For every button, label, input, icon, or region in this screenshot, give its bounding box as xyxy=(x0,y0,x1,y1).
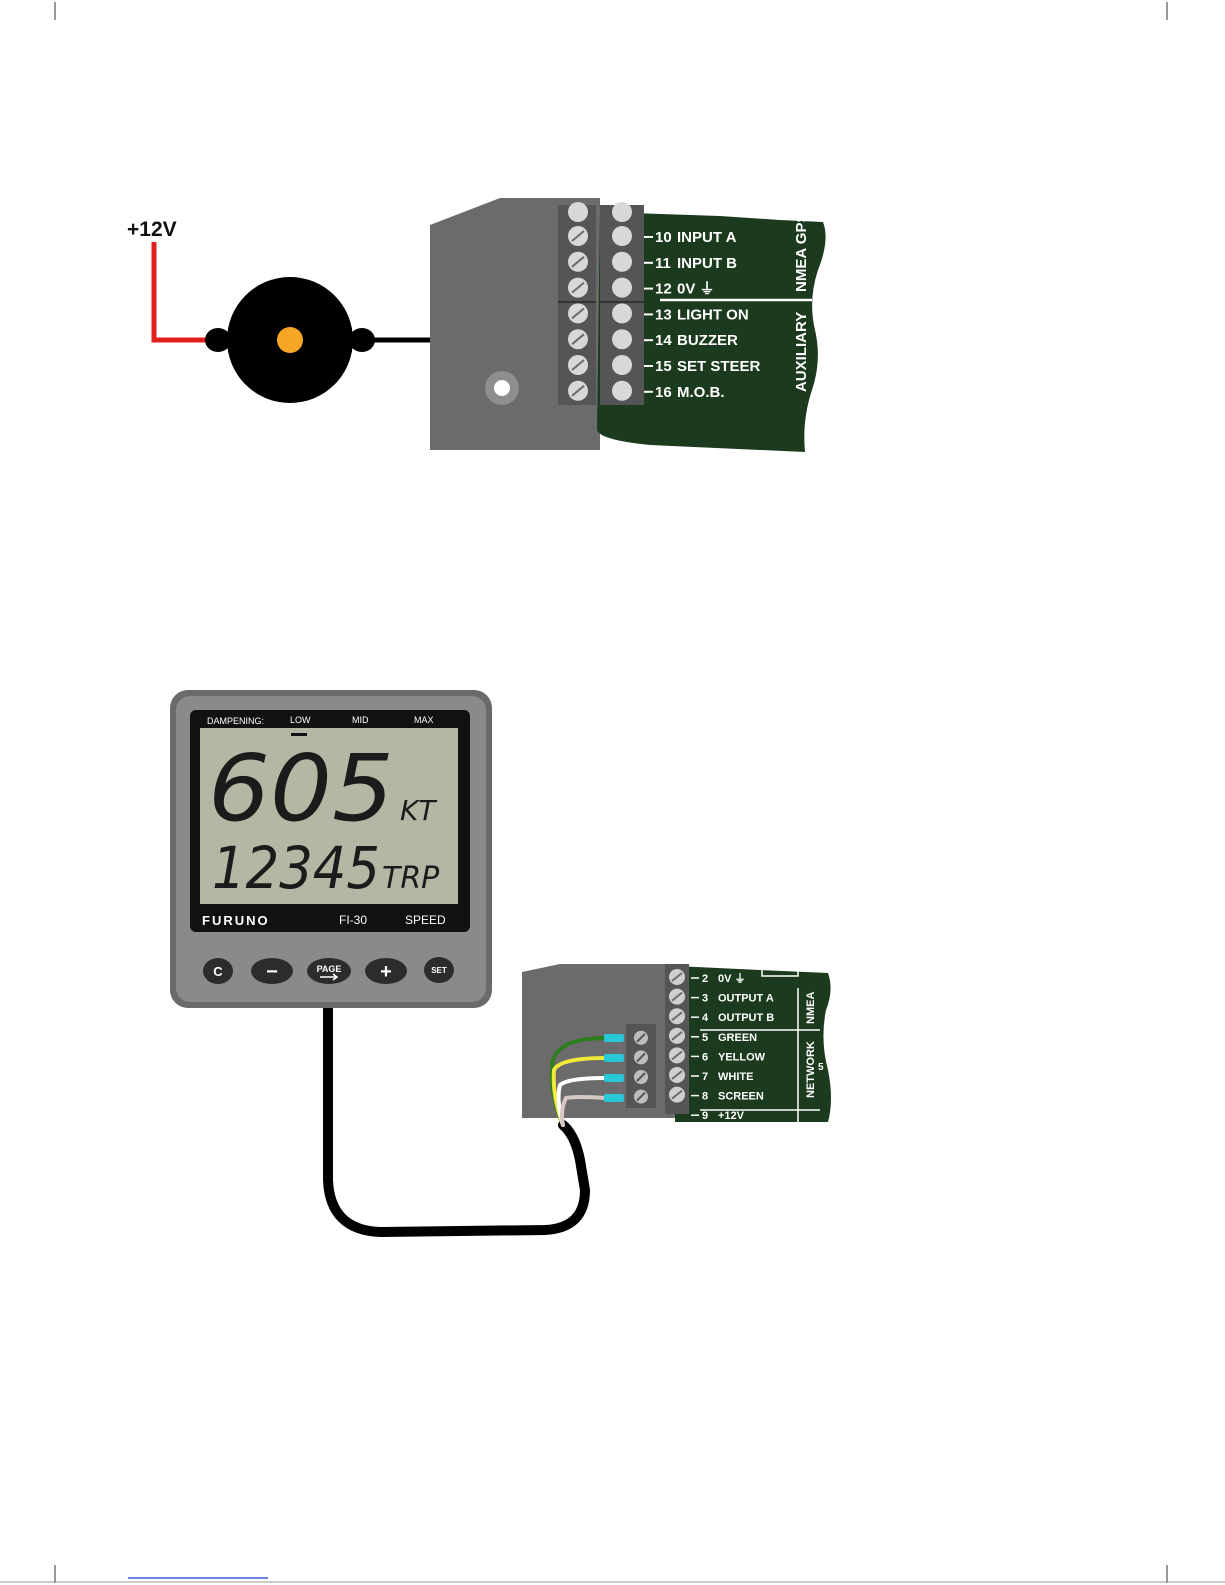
terminal-label: LIGHT ON xyxy=(677,306,749,323)
plus-button[interactable]: + xyxy=(365,958,407,984)
terminal-post xyxy=(612,381,632,401)
terminal-post xyxy=(612,329,632,349)
terminal-label: INPUT A xyxy=(677,229,737,246)
terminal-number: 15 xyxy=(655,358,672,375)
brand-logo: FURUNO xyxy=(202,913,270,928)
dampening-label: DAMPENING: xyxy=(207,716,264,726)
screw-head xyxy=(612,202,632,222)
terminal-number: 2 xyxy=(702,973,708,985)
c-button[interactable]: C xyxy=(203,958,233,984)
svg-text:PAGE: PAGE xyxy=(317,964,342,974)
terminal-number: 13 xyxy=(655,306,672,323)
terminal-post xyxy=(612,278,632,298)
dampening-max: MAX xyxy=(414,715,434,725)
terminal-label: 0V ⏚ xyxy=(677,281,715,298)
terminal-number: 9 xyxy=(702,1110,708,1122)
instrument-wiring-diagram: DAMPENING: LOW MID MAX 605 KT 12345 TRP … xyxy=(170,690,831,1232)
dampening-low: LOW xyxy=(290,715,311,725)
svg-text:−: − xyxy=(266,961,278,983)
network-group-label: NETWORK xyxy=(805,1041,817,1098)
terminal-label: BUZZER xyxy=(677,332,738,349)
buzzer-wiring-diagram: +12V 10 INPUT A 11 INPUT B 12 0V ⏚ 13 LIGHT ON 1… xyxy=(127,198,826,452)
minus-button[interactable]: − xyxy=(251,958,293,984)
buzzer-icon xyxy=(205,277,375,403)
terminal-label: OUTPUT B xyxy=(718,1012,774,1024)
terminal-number: 11 xyxy=(655,255,671,272)
terminal-post xyxy=(612,303,632,323)
main-unit: KT xyxy=(400,794,437,827)
terminal-label: YELLOW xyxy=(718,1051,766,1063)
nmea-gps-group-label: NMEA GPS xyxy=(793,213,810,292)
screw-head xyxy=(568,202,588,222)
terminal-label: OUTPUT A xyxy=(718,993,774,1005)
terminal-post xyxy=(612,355,632,375)
terminal-label: M.O.B. xyxy=(677,384,725,401)
terminal-number: 5 xyxy=(702,1032,708,1044)
set-button[interactable]: SET xyxy=(424,957,454,983)
terminal-post xyxy=(612,252,632,272)
terminal-number: 7 xyxy=(702,1071,708,1083)
terminal-label: 0V ⏚ xyxy=(718,972,746,985)
supply-label: +12V xyxy=(127,218,177,241)
dampening-mid: MID xyxy=(352,715,369,725)
svg-text:C: C xyxy=(213,964,223,979)
terminal-number: 10 xyxy=(655,229,672,246)
terminal-number: 3 xyxy=(702,993,708,1005)
svg-text:SET: SET xyxy=(431,966,447,975)
red-supply-wire xyxy=(154,242,212,340)
sub-unit: TRP xyxy=(382,861,440,896)
terminal-number: 16 xyxy=(655,384,672,401)
terminal-number: 4 xyxy=(702,1012,709,1024)
terminal-number: 8 xyxy=(702,1091,708,1103)
fi30-instrument: DAMPENING: LOW MID MAX 605 KT 12345 TRP … xyxy=(170,690,492,1008)
terminal-label: WHITE xyxy=(718,1071,753,1083)
terminal-label: INPUT B xyxy=(677,255,737,272)
terminal-post xyxy=(612,226,632,246)
terminal-number: 14 xyxy=(655,332,672,349)
network-number-label: 5 xyxy=(818,1062,824,1073)
sub-reading: 12345 xyxy=(212,834,380,902)
function-label: SPEED xyxy=(405,913,446,927)
terminal-number: 6 xyxy=(702,1051,708,1063)
terminal-label: +12V xyxy=(718,1110,745,1122)
auxiliary-group-label: AUXILIARY xyxy=(793,312,810,392)
terminal-label: SET STEER xyxy=(677,358,761,375)
terminal-label: SCREEN xyxy=(718,1091,764,1103)
page-button[interactable]: PAGE xyxy=(307,958,351,984)
svg-text:+: + xyxy=(380,961,392,983)
terminal-label: GREEN xyxy=(718,1032,757,1044)
main-reading: 605 xyxy=(208,735,394,842)
terminal-number: 12 xyxy=(655,281,672,298)
nmea-group-label-bottom: NMEA xyxy=(805,992,817,1024)
model-label: FI-30 xyxy=(339,913,367,927)
